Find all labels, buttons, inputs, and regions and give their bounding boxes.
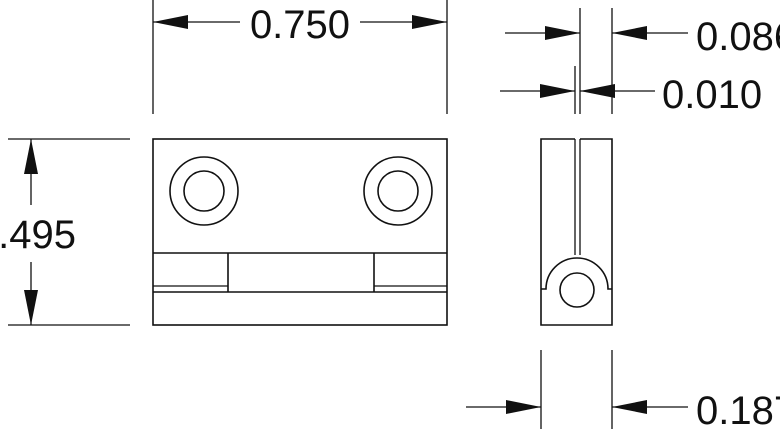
side-view-knuckle-arc (541, 257, 612, 290)
gap-arrow-right (580, 84, 615, 98)
front-view (152, 138, 448, 326)
height-arrow-top (24, 139, 38, 174)
thickness-arrow-left (545, 26, 580, 40)
side-view-pin-circle (559, 272, 595, 308)
screw-hole-right-outer (363, 156, 433, 226)
height-dimension: 0.495 (0, 138, 130, 326)
side-view-left-leaf (540, 138, 613, 326)
width-dimension: 0.750 (152, 0, 448, 114)
knuckle-width-dimension: 0.187 (466, 350, 780, 429)
screw-hole-left-outer (169, 156, 239, 226)
width-dimension-label: 0.750 (250, 3, 350, 47)
leaf-thickness-dimension: 0.086 (505, 8, 780, 114)
width-arrow-left (153, 15, 188, 29)
knuckle-arrow-left (506, 400, 541, 414)
knuckle-width-dimension-label: 0.187 (696, 389, 780, 429)
height-dimension-label: 0.495 (0, 213, 76, 257)
thickness-dimension-label: 0.086 (696, 15, 780, 59)
screw-hole-left-inner (183, 170, 225, 212)
front-view-outline (152, 138, 448, 326)
width-arrow-right (412, 15, 447, 29)
gap-arrow-left (540, 84, 575, 98)
side-view (540, 138, 613, 326)
screw-hole-right-inner (377, 170, 419, 212)
gap-dimension-label: 0.010 (662, 73, 762, 117)
height-arrow-bottom (24, 290, 38, 325)
gap-dimension: 0.010 (500, 66, 762, 117)
knuckle-arrow-right (612, 400, 647, 414)
thickness-arrow-right (612, 26, 647, 40)
